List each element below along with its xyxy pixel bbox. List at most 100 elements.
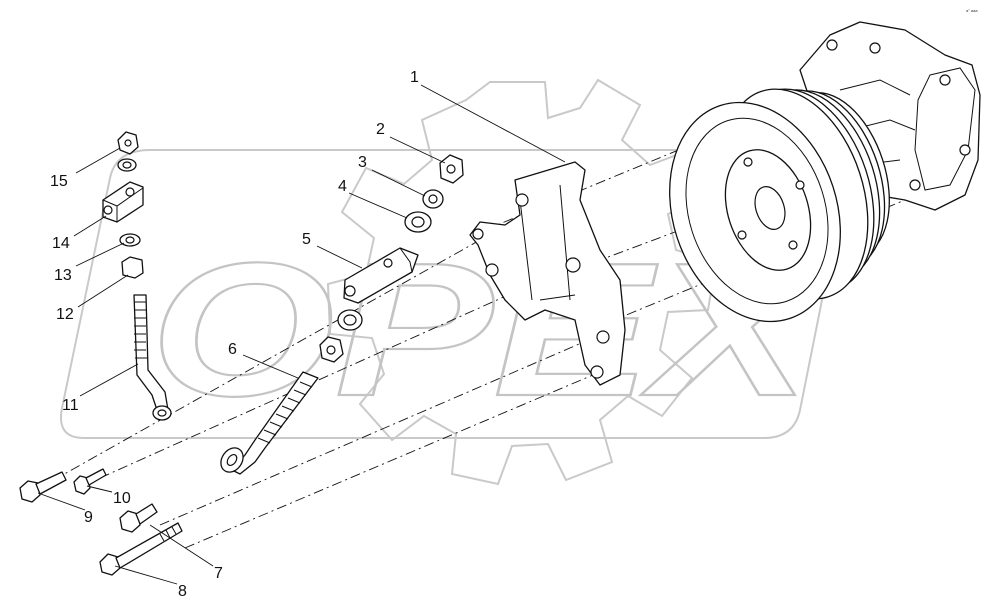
washer-4 [404, 211, 432, 233]
bracket-hole [565, 257, 581, 273]
leader-5 [316, 245, 363, 269]
washer-inner [343, 314, 357, 326]
nut-15 [117, 131, 139, 155]
bracket-body [469, 161, 626, 386]
block-hole [103, 205, 113, 215]
washer-inner [122, 161, 132, 169]
centerline [99, 264, 576, 479]
hex-nut-bore [446, 164, 456, 174]
spacer-hole [383, 258, 393, 268]
leader-4 [348, 192, 408, 219]
callout-9: 9 [84, 509, 93, 526]
washer-lower [337, 309, 363, 331]
fan-pulley [669, 88, 890, 323]
callout-2: 2 [376, 121, 385, 138]
pulley-bolt-hole [795, 180, 805, 190]
callout-5: 5 [302, 231, 311, 248]
housing-flange [914, 67, 976, 191]
leader-13 [75, 242, 125, 267]
pulley-bolt-hole [737, 230, 747, 240]
rod-shank [231, 371, 319, 475]
spacer-block-5 [343, 247, 419, 304]
leader-11 [79, 363, 139, 397]
hex-nut-body [121, 256, 144, 279]
bolt-shank [85, 468, 107, 486]
threaded-rod-6 [220, 371, 319, 475]
stud-thread [134, 301, 147, 359]
bolt-head [119, 510, 141, 533]
bolt-9 [19, 471, 67, 503]
callout-6: 6 [228, 341, 237, 358]
leader-15 [75, 147, 121, 174]
washer-inner [125, 236, 135, 244]
idler-bracket [469, 161, 626, 386]
pulley-bore [754, 186, 786, 230]
fan-drive-housing [799, 21, 981, 211]
centerline [184, 371, 601, 549]
leader-10 [86, 485, 113, 493]
callout-10: 10 [113, 490, 131, 507]
callout-14: 14 [52, 235, 70, 252]
callout-4: 4 [338, 178, 347, 195]
corner-code: a° aaa [966, 8, 978, 13]
housing-bolt-hole [869, 42, 881, 54]
rod-eye-hole [226, 453, 238, 467]
bracket-hole [590, 365, 604, 379]
block-hole [125, 187, 135, 197]
spacer-edge [399, 247, 413, 273]
callout-1: 1 [410, 69, 419, 86]
leader-9 [37, 492, 86, 511]
nut-2 [439, 154, 464, 184]
pulley-inner-rim [685, 117, 829, 305]
bolt-thread [159, 526, 177, 542]
block-edge [102, 187, 144, 222]
callout-12: 12 [56, 306, 74, 323]
leader-7 [149, 524, 214, 567]
leader-8 [114, 565, 178, 585]
bracket-web [519, 184, 576, 301]
block-14 [102, 181, 144, 223]
pulley-bolt-hole [788, 240, 798, 250]
housing-bolt-hole [909, 179, 921, 191]
bolt-shank [115, 522, 183, 569]
washer-3 [422, 189, 444, 209]
leader-6 [242, 354, 299, 379]
nut-12 [121, 256, 144, 279]
bolt-head [19, 480, 41, 503]
washer-13 [119, 233, 141, 247]
nut-lower [319, 336, 344, 363]
pulley-bolt-hole [743, 157, 753, 167]
stud-11 [133, 294, 172, 421]
callout-15: 15 [50, 173, 68, 190]
callout-3: 3 [358, 154, 367, 171]
leader-12 [77, 274, 129, 308]
spacer-hole [344, 285, 356, 297]
bolt-8 [99, 522, 183, 576]
leader-3 [371, 169, 426, 197]
bolt-7 [119, 503, 158, 533]
leader-2 [389, 136, 446, 164]
hex-nut-bore [326, 345, 336, 355]
bracket-hole [485, 263, 499, 277]
bolt-shank [135, 503, 158, 525]
housing-bolt-hole [826, 39, 838, 51]
leader-lines [37, 84, 566, 585]
rod-thread [257, 381, 313, 444]
hex-nut-bore [124, 139, 132, 147]
callout-11: 11 [62, 397, 79, 414]
housing-bolt-hole [959, 144, 971, 156]
centerline [35, 239, 481, 491]
callout-8: 8 [178, 583, 187, 600]
callout-7: 7 [214, 565, 223, 582]
leader-14 [73, 215, 107, 237]
callout-13: 13 [54, 267, 72, 284]
bracket-hole [596, 330, 610, 344]
washer-inner [428, 194, 438, 204]
housing-bolt-hole [939, 74, 951, 86]
bolt-head [73, 475, 91, 495]
bolt-shank [35, 471, 67, 495]
watermark-gear-outline [326, 78, 718, 486]
bolt-10 [73, 468, 107, 495]
stud-eye-hole [157, 409, 167, 417]
bracket-hole [472, 228, 484, 240]
